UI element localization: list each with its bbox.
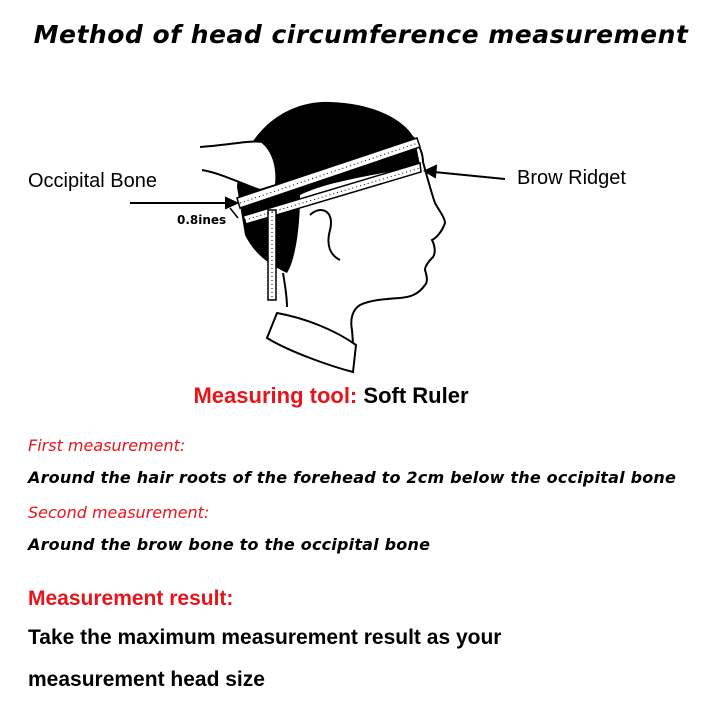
measuring-tool-label: Measuring tool: bbox=[193, 383, 358, 408]
result-line-2: measurement head size bbox=[28, 668, 265, 691]
result-heading: Measurement result: bbox=[28, 587, 234, 610]
face-profile bbox=[350, 136, 447, 344]
neck-back bbox=[282, 272, 288, 308]
brow-ridge-label: Brow Ridget bbox=[517, 167, 626, 189]
offset-label: 0.8ines bbox=[177, 213, 227, 227]
measuring-tool: Measuring tool: Soft Ruler bbox=[0, 383, 662, 409]
first-measurement-text: Around the hair roots of the forehead to… bbox=[28, 468, 677, 487]
result-line-1: Take the maximum measurement result as y… bbox=[28, 626, 502, 649]
page-title: Method of head circumference measurement bbox=[33, 20, 689, 49]
ear bbox=[309, 209, 341, 261]
offset-marker bbox=[229, 207, 239, 219]
tape-ticks bbox=[239, 142, 421, 298]
collar bbox=[265, 311, 358, 374]
measuring-tool-value: Soft Ruler bbox=[363, 383, 469, 408]
hair bbox=[237, 101, 420, 273]
hand bbox=[199, 140, 278, 192]
tape-measure bbox=[236, 137, 422, 301]
second-measurement-text: Around the brow bone to the occipital bo… bbox=[28, 535, 431, 554]
first-measurement-heading: First measurement: bbox=[28, 436, 186, 455]
occipital-bone-label: Occipital Bone bbox=[28, 170, 157, 192]
arrow-occipital bbox=[130, 196, 240, 210]
second-measurement-heading: Second measurement: bbox=[28, 503, 210, 522]
arrow-brow bbox=[422, 164, 506, 180]
